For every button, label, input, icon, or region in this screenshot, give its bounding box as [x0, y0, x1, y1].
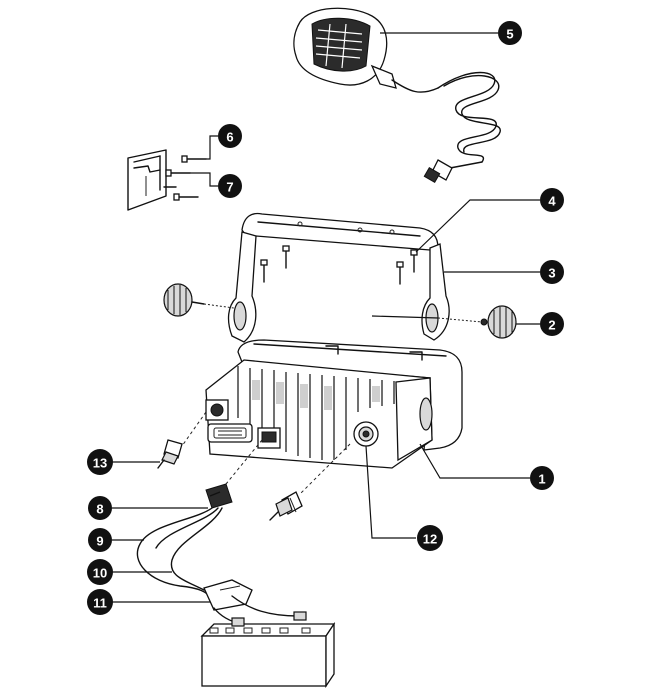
- power-cable: [136, 483, 299, 625]
- svg-text:12: 12: [423, 532, 437, 547]
- knob-left: [163, 283, 235, 317]
- svg-text:7: 7: [226, 180, 233, 195]
- svg-text:6: 6: [226, 130, 233, 145]
- svg-text:4: 4: [548, 194, 556, 209]
- leader-7: [190, 172, 218, 187]
- tapping-screws: [163, 155, 207, 201]
- svg-text:1: 1: [538, 472, 545, 487]
- svg-text:9: 9: [96, 534, 103, 549]
- callout-13: 13: [87, 449, 113, 475]
- mounting-clip: [127, 149, 167, 211]
- svg-text:3: 3: [548, 266, 555, 281]
- svg-text:10: 10: [93, 566, 107, 581]
- callout-12: 12: [417, 525, 443, 551]
- knob-right: [437, 305, 517, 339]
- callout-5: 5: [498, 21, 522, 45]
- callout-3: 3: [540, 260, 564, 284]
- callout-2: 2: [540, 312, 564, 336]
- cable-connector: [205, 483, 233, 509]
- callout-4: 4: [540, 188, 564, 212]
- battery: [200, 611, 336, 689]
- callout-9: 9: [88, 528, 112, 552]
- callout-11: 11: [87, 589, 113, 615]
- mounting-bracket: [227, 212, 450, 343]
- leader-12: [365, 445, 416, 539]
- svg-text:2: 2: [548, 318, 555, 333]
- leader-6: [206, 135, 218, 160]
- hand-microphone: [293, 7, 501, 184]
- leader-2a: [371, 315, 439, 319]
- callout-8: 8: [88, 496, 112, 520]
- bracket-screws: [260, 245, 418, 285]
- antenna-plug: [269, 491, 303, 521]
- dc-connector-plug: [157, 439, 183, 469]
- radio-body: [205, 339, 463, 469]
- svg-text:11: 11: [93, 596, 107, 611]
- svg-text:5: 5: [506, 27, 513, 42]
- callout-10: 10: [87, 559, 113, 585]
- accessory-port: [207, 423, 253, 443]
- leader-1: [419, 443, 530, 479]
- svg-text:13: 13: [93, 456, 107, 471]
- callout-7: 7: [218, 174, 242, 198]
- fuse-holder: [203, 579, 253, 611]
- svg-text:8: 8: [96, 502, 103, 517]
- callout-6: 6: [218, 124, 242, 148]
- leader-4: [415, 199, 540, 253]
- callout-1: 1: [530, 466, 554, 490]
